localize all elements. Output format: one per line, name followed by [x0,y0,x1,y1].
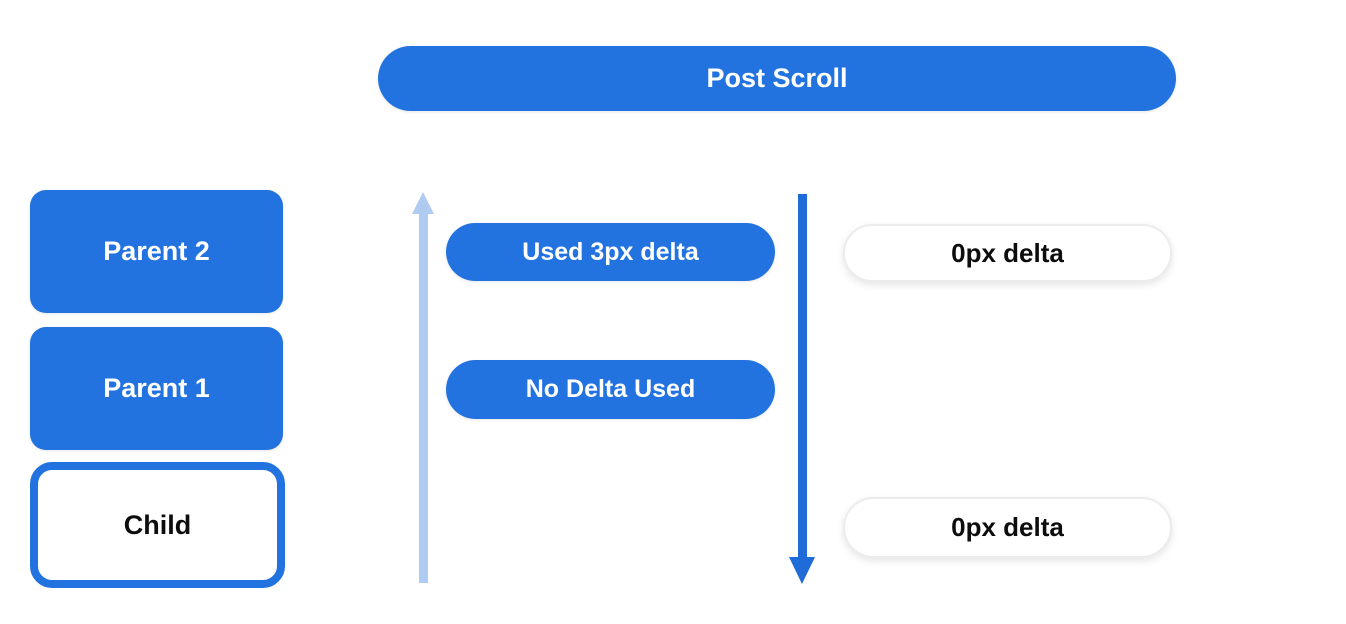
no-delta-used-label: No Delta Used [525,375,696,403]
zero-delta-top-label: 0px delta [951,237,1064,268]
parent-2-label: Parent 2 [103,236,210,266]
up-arrow-icon [419,212,428,583]
used-3px-delta-label: Used 3px delta [522,237,699,266]
post-scroll-label: Post Scroll [706,63,848,93]
used-3px-delta-pill: Used 3px delta [446,223,775,281]
parent-2-box: Parent 2 [30,190,283,313]
down-arrow-head-icon [789,557,815,584]
up-arrow-head-icon [412,192,434,214]
child-box: Child [30,462,285,588]
zero-delta-bottom-label: 0px delta [951,512,1064,542]
zero-delta-bottom-pill: 0px delta [843,497,1172,558]
parent-1-label: Parent 1 [103,373,210,403]
post-scroll-header-pill: Post Scroll [378,46,1176,111]
parent-1-box: Parent 1 [30,327,283,450]
zero-delta-top-pill: 0px delta [843,224,1172,282]
no-delta-used-pill: No Delta Used [446,360,775,419]
down-arrow-icon [798,194,807,558]
child-label: Child [123,509,192,540]
